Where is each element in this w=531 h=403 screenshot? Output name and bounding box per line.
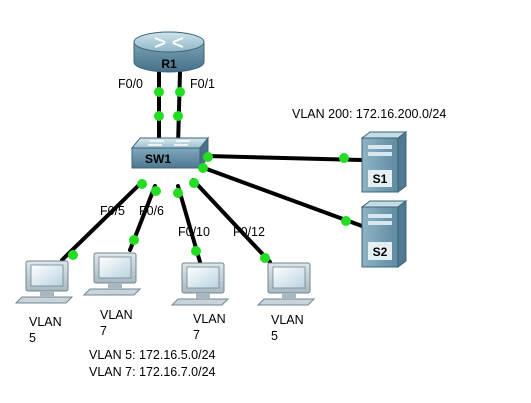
port-dot — [129, 235, 139, 245]
switch-sw1[interactable]: SW1 — [130, 136, 210, 170]
pc-3[interactable] — [170, 262, 230, 306]
server-vlan-note: VLAN 200: 172.16.200.0/24 — [292, 107, 446, 121]
pc-vlan-word: VLAN — [100, 308, 133, 322]
port-dot — [260, 253, 270, 263]
pc-vlan-id: 7 — [193, 328, 200, 342]
server-s2[interactable]: S2 — [360, 200, 408, 268]
pc-4[interactable] — [256, 262, 316, 306]
router-r1[interactable]: R1 — [133, 31, 205, 73]
router-arrows-icon — [154, 37, 184, 48]
pc-vlan-word: VLAN — [193, 312, 226, 326]
switch-port-label: F0/6 — [139, 204, 164, 218]
port-dot — [151, 186, 161, 196]
pc-1[interactable] — [14, 260, 74, 304]
port-dot — [154, 111, 164, 121]
port-dot — [189, 178, 199, 188]
pc-vlan-word: VLAN — [29, 315, 62, 329]
switch-port-label: F0/10 — [178, 225, 210, 239]
switch-port-label: F0/5 — [100, 204, 125, 218]
port-dot — [203, 152, 213, 162]
link-r1-f0-1 — [176, 70, 182, 148]
server-s1[interactable]: S1 — [360, 131, 408, 193]
link-pc1 — [60, 180, 144, 262]
link-sw1-s2 — [202, 166, 364, 228]
pc-vlan-word: VLAN — [271, 313, 304, 327]
port-dot — [341, 216, 351, 226]
server-name: S1 — [373, 172, 388, 186]
router-name: R1 — [161, 57, 177, 71]
port-dot — [339, 153, 349, 163]
pc-vlan-id: 7 — [100, 324, 107, 338]
link-sw1-s1 — [205, 154, 364, 162]
port-status-dots — [68, 87, 351, 263]
pc-vlan-id: 5 — [29, 331, 36, 345]
port-dot — [137, 179, 147, 189]
router-port-label: F0/0 — [118, 77, 143, 91]
switch-port-label: F0/12 — [233, 225, 265, 239]
router-port-label: F0/1 — [190, 77, 215, 91]
links — [60, 70, 364, 264]
vlan-subnet-note: VLAN 7: 172.16.7.0/24 — [89, 365, 216, 379]
port-dot — [173, 188, 183, 198]
link-pc4 — [191, 178, 272, 264]
port-dot — [68, 250, 78, 260]
server-name: S2 — [373, 245, 388, 259]
pc-2[interactable] — [82, 252, 142, 296]
switch-arrows-icon — [148, 140, 190, 146]
port-dot — [175, 87, 185, 97]
vlan-subnet-note: VLAN 5: 172.16.5.0/24 — [89, 348, 216, 362]
port-dot — [154, 87, 164, 97]
port-dot — [173, 111, 183, 121]
pc-vlan-id: 5 — [271, 329, 278, 343]
port-dot — [191, 246, 201, 256]
port-dot — [198, 163, 208, 173]
switch-name: SW1 — [145, 152, 171, 166]
